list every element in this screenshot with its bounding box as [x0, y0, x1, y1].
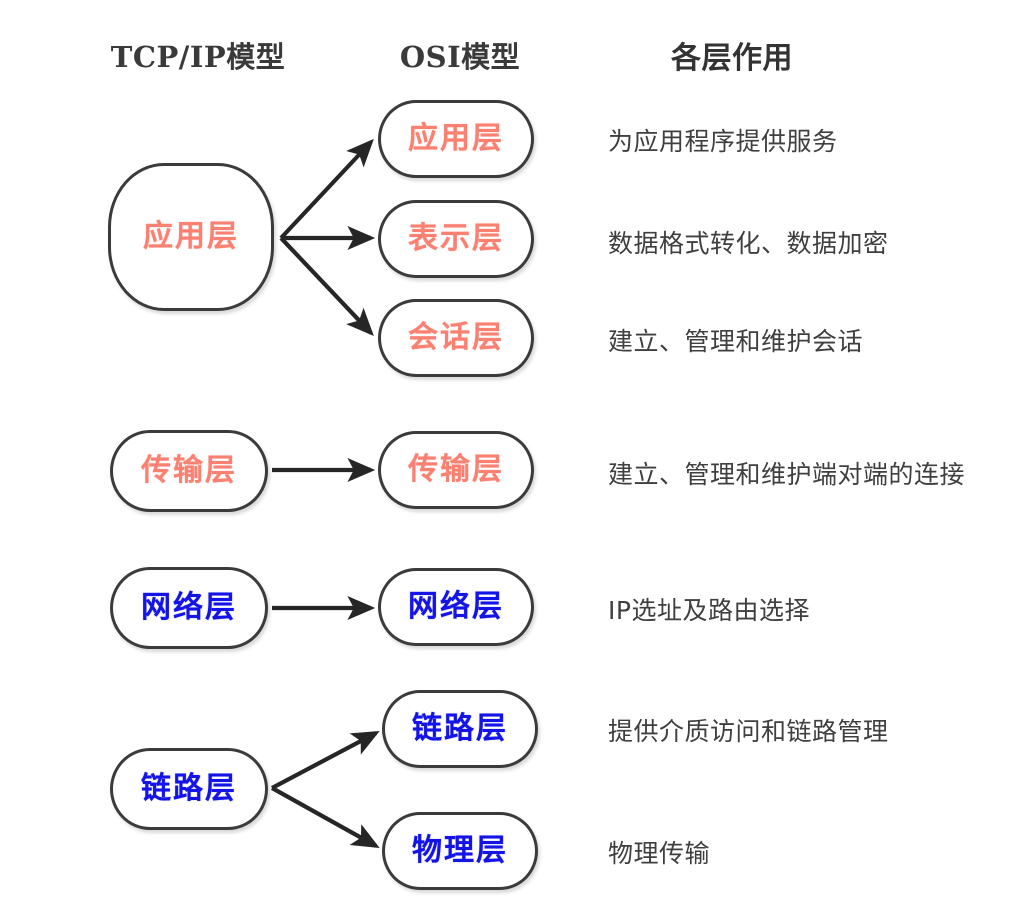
osi-node-session[interactable]: 会话层	[378, 299, 534, 377]
arrow-link-to-physical	[270, 786, 380, 849]
osi-node-physical[interactable]: 物理层	[382, 812, 538, 890]
arrow-app-to-session	[279, 236, 374, 337]
osi-node-transport-label: 传输层	[408, 452, 504, 487]
tcpip-node-application[interactable]: 应用层	[108, 163, 274, 311]
osi-node-presentation-label: 表示层	[408, 221, 504, 256]
osi-node-application[interactable]: 应用层	[378, 100, 534, 178]
osi-node-session-label: 会话层	[408, 320, 504, 355]
osi-node-network[interactable]: 网络层	[378, 568, 534, 646]
osi-node-transport[interactable]: 传输层	[378, 431, 534, 509]
description-network: IP选址及路由选择	[608, 596, 810, 625]
arrow-link-to-datalink	[271, 731, 380, 790]
column-header-osi: OSI模型	[399, 40, 521, 74]
description-transport: 建立、管理和维护端对端的连接	[608, 460, 966, 489]
tcpip-node-application-label: 应用层	[143, 219, 239, 254]
osi-node-physical-label: 物理层	[412, 833, 508, 868]
osi-node-network-label: 网络层	[408, 589, 504, 624]
tcpip-node-link[interactable]: 链路层	[110, 748, 268, 830]
tcpip-node-network-label: 网络层	[141, 590, 237, 625]
tcpip-node-transport[interactable]: 传输层	[110, 430, 268, 512]
tcpip-node-link-label: 链路层	[141, 771, 237, 806]
tcpip-node-transport-label: 传输层	[141, 453, 237, 488]
osi-node-datalink-label: 链路层	[412, 711, 508, 746]
column-header-tcpip: TCP/IP模型	[110, 40, 286, 74]
description-datalink: 提供介质访问和链路管理	[608, 717, 889, 746]
tcpip-node-network[interactable]: 网络层	[110, 567, 268, 649]
osi-node-presentation[interactable]: 表示层	[378, 200, 534, 278]
arrow-app-to-application	[279, 138, 374, 240]
description-session: 建立、管理和维护会话	[608, 327, 864, 356]
column-header-roles: 各层作用	[671, 41, 793, 76]
description-presentation: 数据格式转化、数据加密	[608, 229, 889, 258]
osi-node-datalink[interactable]: 链路层	[382, 690, 538, 768]
osi-node-application-label: 应用层	[408, 121, 504, 156]
description-application: 为应用程序提供服务	[608, 127, 838, 156]
description-physical: 物理传输	[608, 839, 711, 868]
